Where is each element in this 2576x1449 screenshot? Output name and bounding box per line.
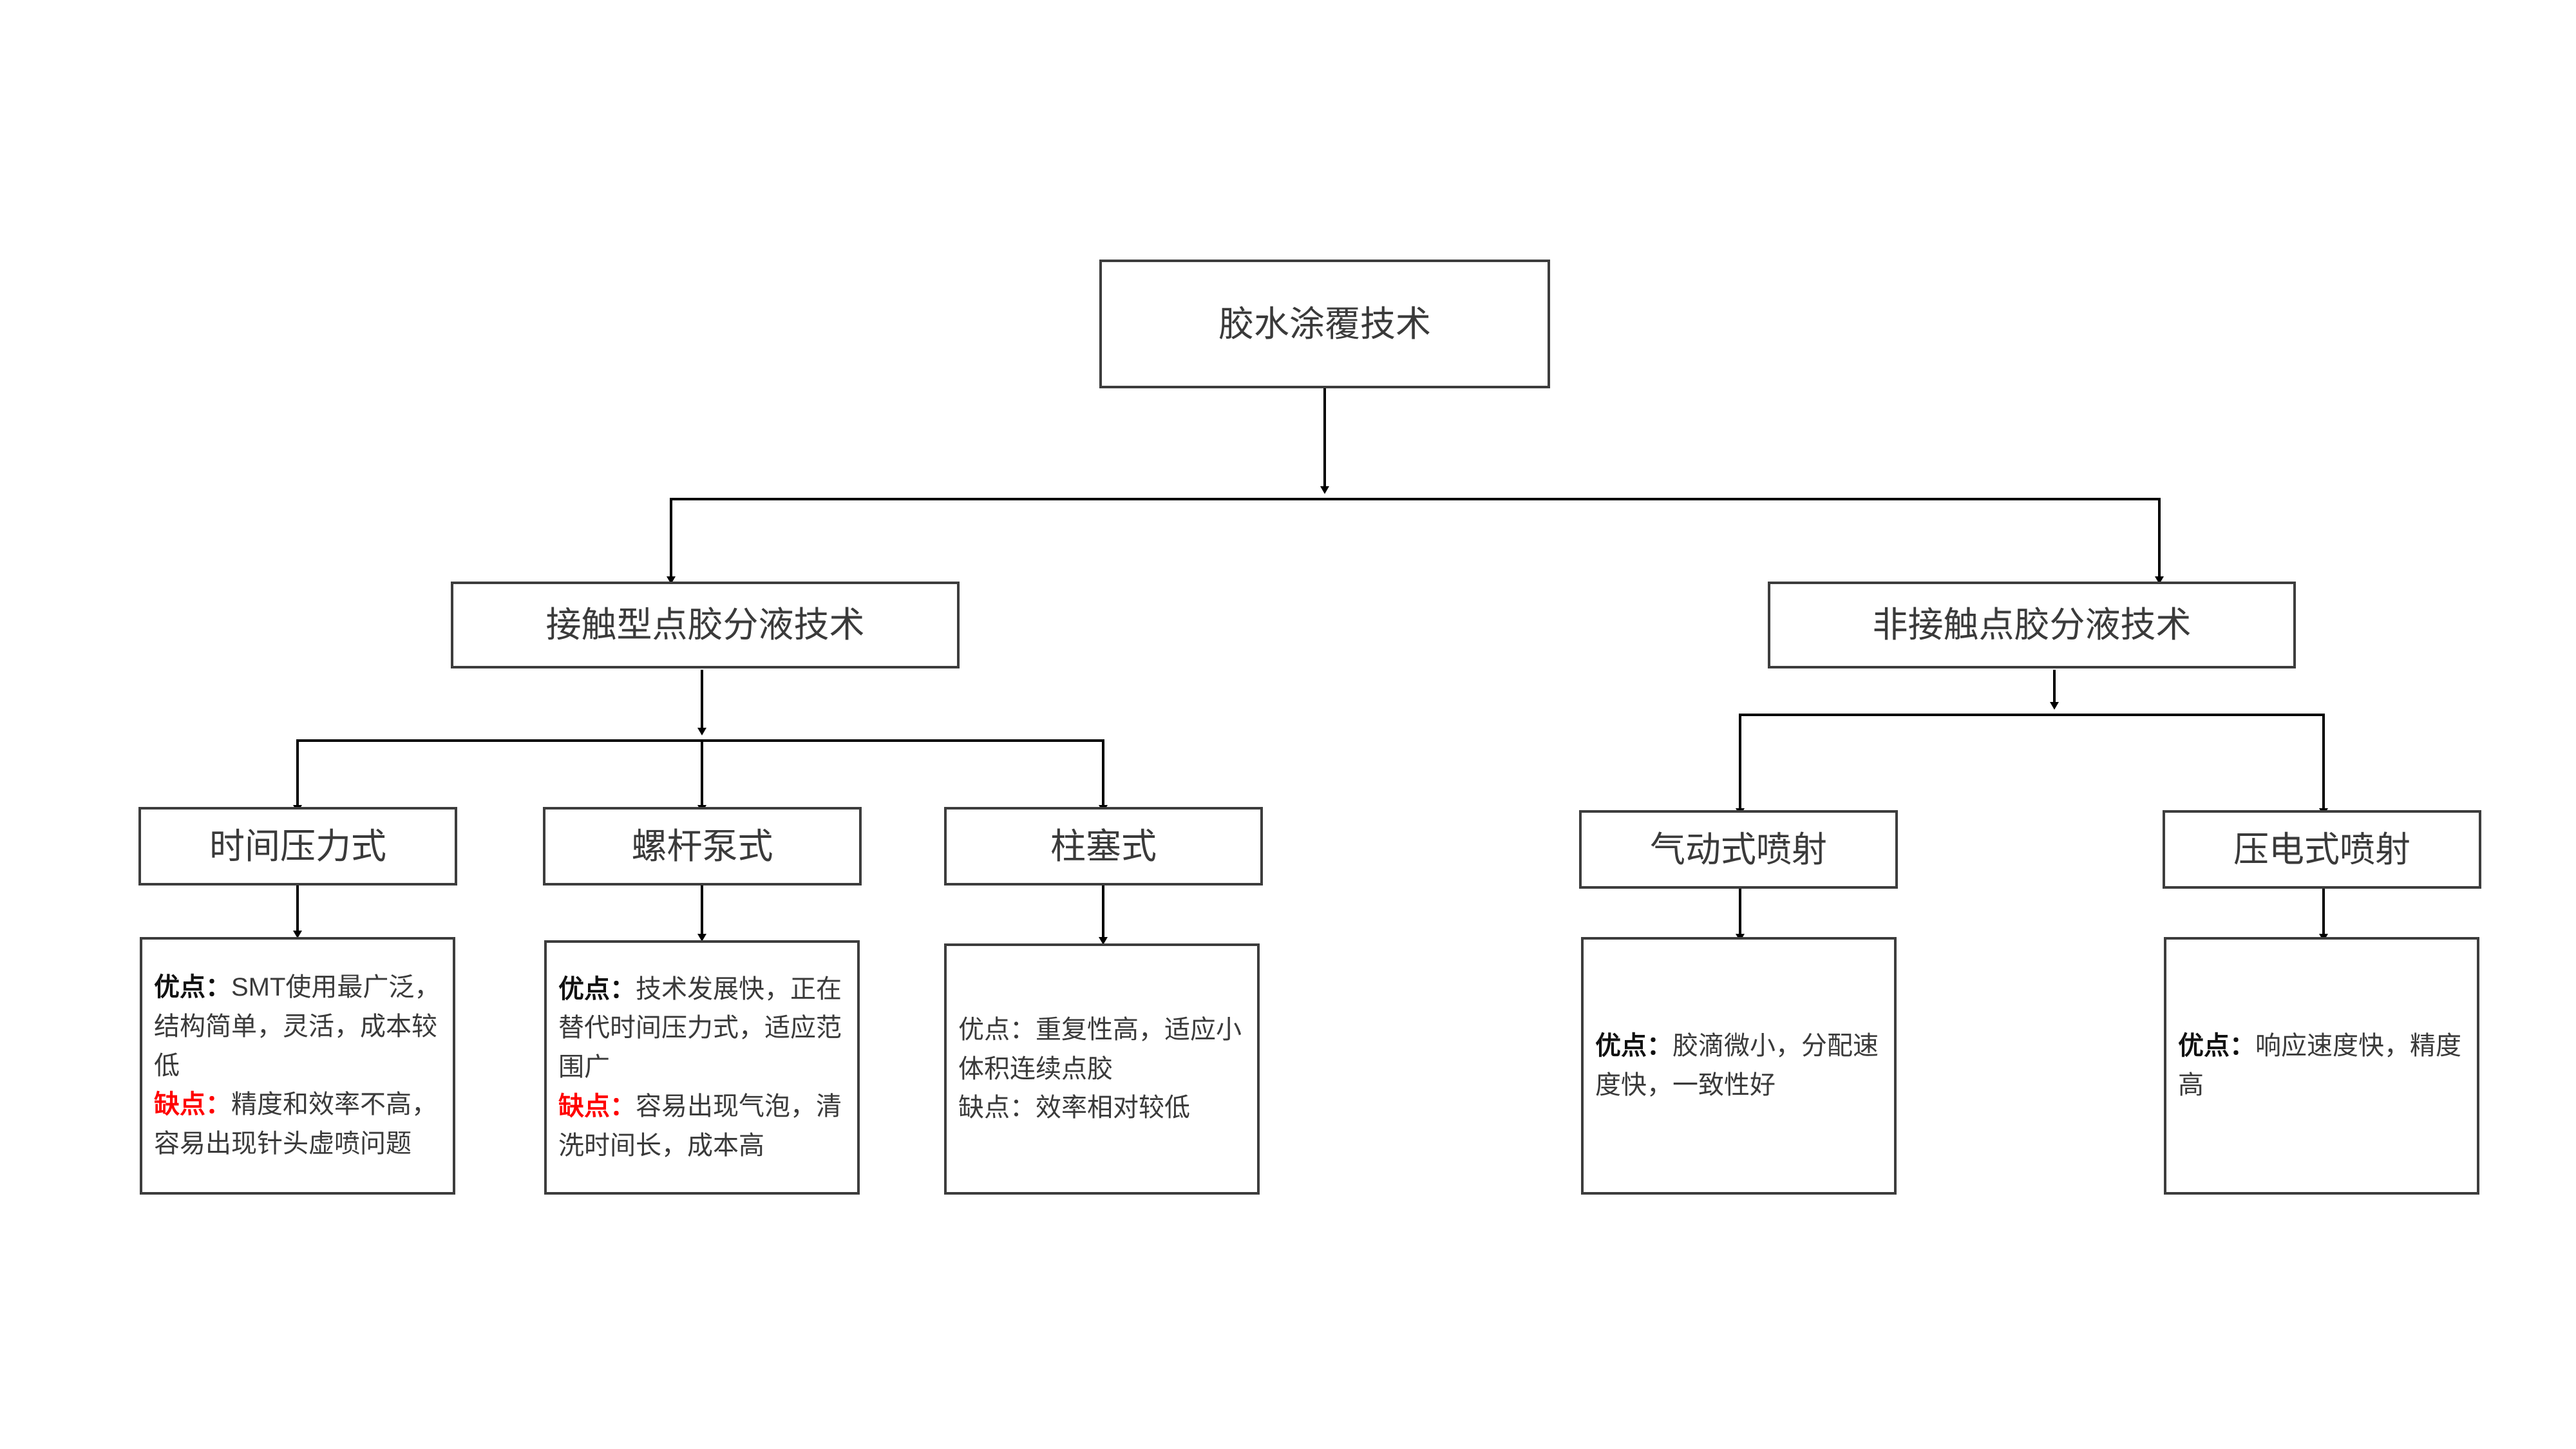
- pros-key: 优点：: [958, 1015, 1036, 1044]
- node-leaf-piston-label: 柱塞式: [1050, 826, 1157, 866]
- detail-box-time-pressure: 优点：SMT使用最广泛，结构简单，灵活，成本较低 缺点：精度和效率不高，容易出现…: [140, 937, 455, 1195]
- detail-body: 优点：技术发展快，正在替代时间压力式，适应范围广 缺点：容易出现气泡，清洗时间长…: [547, 970, 857, 1166]
- pros-key: 优点：: [1595, 1032, 1672, 1061]
- node-leaf-screw-pump-label: 螺杆泵式: [631, 826, 773, 866]
- node-leaf-pneumatic-jet-label: 气动式喷射: [1649, 829, 1827, 869]
- cons-line: 缺点：容易出现气泡，清洗时间长，成本高: [558, 1087, 846, 1166]
- pros-line: 优点：技术发展快，正在替代时间压力式，适应范围广: [558, 970, 846, 1087]
- pros-text: 胶滴微小，分配速度快，一致性好: [1595, 1032, 1879, 1099]
- cons-text: 容易出现气泡，清洗时间长，成本高: [558, 1092, 842, 1160]
- cons-line: 缺点：精度和效率不高，容易出现针头虚喷问题: [154, 1085, 441, 1164]
- cons-text: 效率相对较低: [1036, 1094, 1190, 1122]
- detail-box-pneumatic-jet: 优点：胶滴微小，分配速度快，一致性好: [1581, 937, 1897, 1195]
- node-branch-contact[interactable]: 接触型点胶分液技术: [451, 582, 960, 668]
- node-leaf-time-pressure-label: 时间压力式: [209, 826, 386, 866]
- node-leaf-time-pressure[interactable]: 时间压力式: [138, 807, 457, 886]
- cons-line: 缺点：效率相对较低: [958, 1088, 1245, 1128]
- pros-text: 技术发展快，正在替代时间压力式，适应范围广: [558, 974, 842, 1082]
- node-leaf-piezo-jet-label: 压电式喷射: [2233, 829, 2410, 869]
- detail-box-piston: 优点：重复性高，适应小体积连续点胶 缺点：效率相对较低: [944, 943, 1260, 1195]
- pros-text: SMT使用最广泛，结构简单，灵活，成本较低: [154, 973, 440, 1080]
- node-branch-noncontact-label: 非接触点胶分液技术: [1872, 605, 2192, 645]
- pros-key: 优点：: [558, 974, 636, 1003]
- detail-box-piezo-jet: 优点：响应速度快，精度高: [2164, 937, 2479, 1195]
- pros-text: 重复性高，适应小体积连续点胶: [958, 1015, 1242, 1083]
- cons-key: 缺点：: [558, 1092, 636, 1121]
- detail-body: 优点：重复性高，适应小体积连续点胶 缺点：效率相对较低: [947, 1010, 1257, 1128]
- node-root[interactable]: 胶水涂覆技术: [1099, 260, 1550, 388]
- pros-text: 响应速度快，精度高: [2178, 1032, 2461, 1099]
- detail-body: 优点：SMT使用最广泛，结构简单，灵活，成本较低 缺点：精度和效率不高，容易出现…: [142, 968, 453, 1164]
- detail-box-screw-pump: 优点：技术发展快，正在替代时间压力式，适应范围广 缺点：容易出现气泡，清洗时间长…: [544, 940, 860, 1195]
- node-leaf-piezo-jet[interactable]: 压电式喷射: [2163, 810, 2481, 889]
- pros-line: 优点：响应速度快，精度高: [2178, 1027, 2465, 1105]
- pros-key: 优点：: [154, 973, 231, 1001]
- pros-line: 优点：重复性高，适应小体积连续点胶: [958, 1010, 1245, 1089]
- pros-key: 优点：: [2178, 1032, 2255, 1061]
- node-leaf-pneumatic-jet[interactable]: 气动式喷射: [1579, 810, 1898, 889]
- node-branch-contact-label: 接触型点胶分液技术: [545, 605, 865, 645]
- node-leaf-piston[interactable]: 柱塞式: [944, 807, 1263, 886]
- detail-body: 优点：胶滴微小，分配速度快，一致性好: [1584, 1027, 1894, 1105]
- node-leaf-screw-pump[interactable]: 螺杆泵式: [543, 807, 862, 886]
- pros-line: 优点：SMT使用最广泛，结构简单，灵活，成本较低: [154, 968, 441, 1085]
- node-root-label: 胶水涂覆技术: [1218, 303, 1431, 344]
- detail-body: 优点：响应速度快，精度高: [2166, 1027, 2477, 1105]
- pros-line: 优点：胶滴微小，分配速度快，一致性好: [1595, 1027, 1882, 1105]
- cons-text: 精度和效率不高，容易出现针头虚喷问题: [154, 1090, 437, 1159]
- node-branch-noncontact[interactable]: 非接触点胶分液技术: [1768, 582, 2296, 668]
- cons-key: 缺点：: [154, 1090, 231, 1119]
- cons-key: 缺点：: [958, 1094, 1036, 1122]
